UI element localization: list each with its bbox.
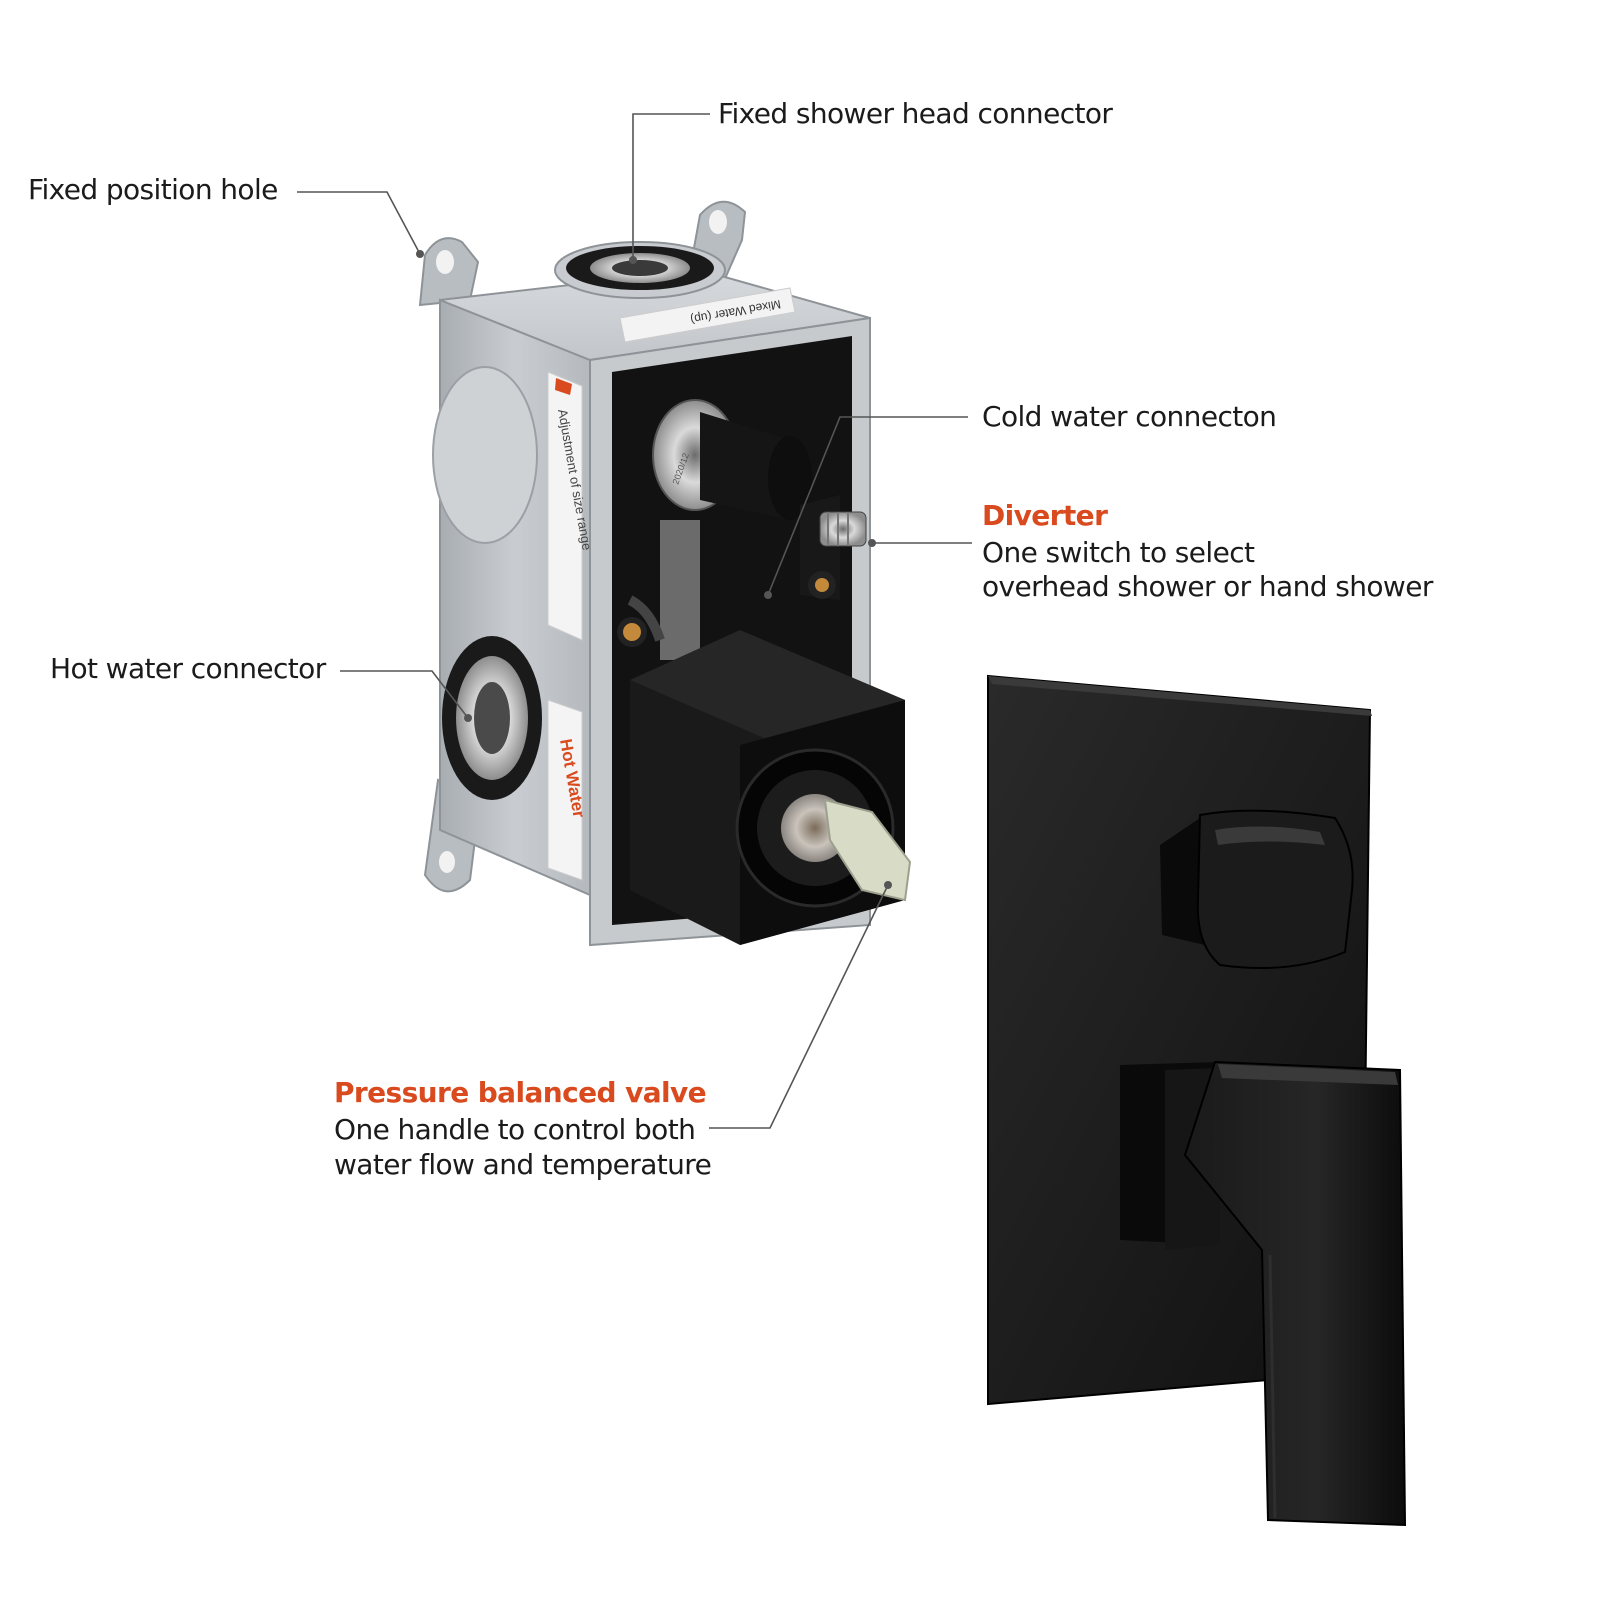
leader-hot-water bbox=[340, 670, 469, 719]
label-diverter-line1: One switch to select bbox=[982, 536, 1255, 569]
leader-cold-water bbox=[767, 416, 968, 596]
leader-pressure-valve bbox=[709, 884, 889, 1129]
shower-head-outlet bbox=[554, 241, 726, 299]
valve-body-square bbox=[630, 630, 912, 945]
knockout-plug bbox=[432, 366, 538, 544]
label-fixed-position-hole: Fixed position hole bbox=[28, 173, 278, 206]
cartridge-stem bbox=[823, 798, 912, 902]
label-diverter-line2: overhead shower or hand shower bbox=[982, 570, 1433, 603]
label-fixed-shower-head-connector: Fixed shower head connector bbox=[718, 97, 1113, 130]
brass-insert bbox=[617, 617, 647, 647]
leader-dots bbox=[416, 250, 892, 889]
leader-fixed-shower-head bbox=[632, 113, 710, 260]
internal-pipe bbox=[660, 520, 700, 660]
label-pressure-valve-line2: water flow and temperature bbox=[334, 1148, 712, 1181]
label-pressure-valve-line1: One handle to control both bbox=[334, 1113, 696, 1146]
upper-cartridge: 2020/12 bbox=[652, 399, 812, 520]
leader-fixed-position-hole bbox=[297, 191, 421, 255]
hot-water-inlet bbox=[442, 636, 542, 800]
label-cold-water-connection: Cold water connecton bbox=[982, 400, 1277, 433]
label-diverter-title: Diverter bbox=[982, 499, 1108, 532]
mixer-lever-handle bbox=[1120, 1060, 1407, 1527]
label-pressure-valve-title: Pressure balanced valve bbox=[334, 1076, 707, 1109]
diverter-knob bbox=[1160, 809, 1354, 969]
leader-lines bbox=[297, 113, 972, 1129]
diverter-stem bbox=[800, 495, 867, 600]
valve-box: Mixed Water (up) Adjustment of size rang… bbox=[418, 200, 912, 947]
label-hot-water-connector: Hot water connector bbox=[50, 652, 326, 685]
trim-plate-assembly bbox=[987, 674, 1407, 1527]
fixed-position-hole bbox=[436, 250, 454, 274]
sticker-hot-water: Hot Water bbox=[547, 699, 589, 881]
